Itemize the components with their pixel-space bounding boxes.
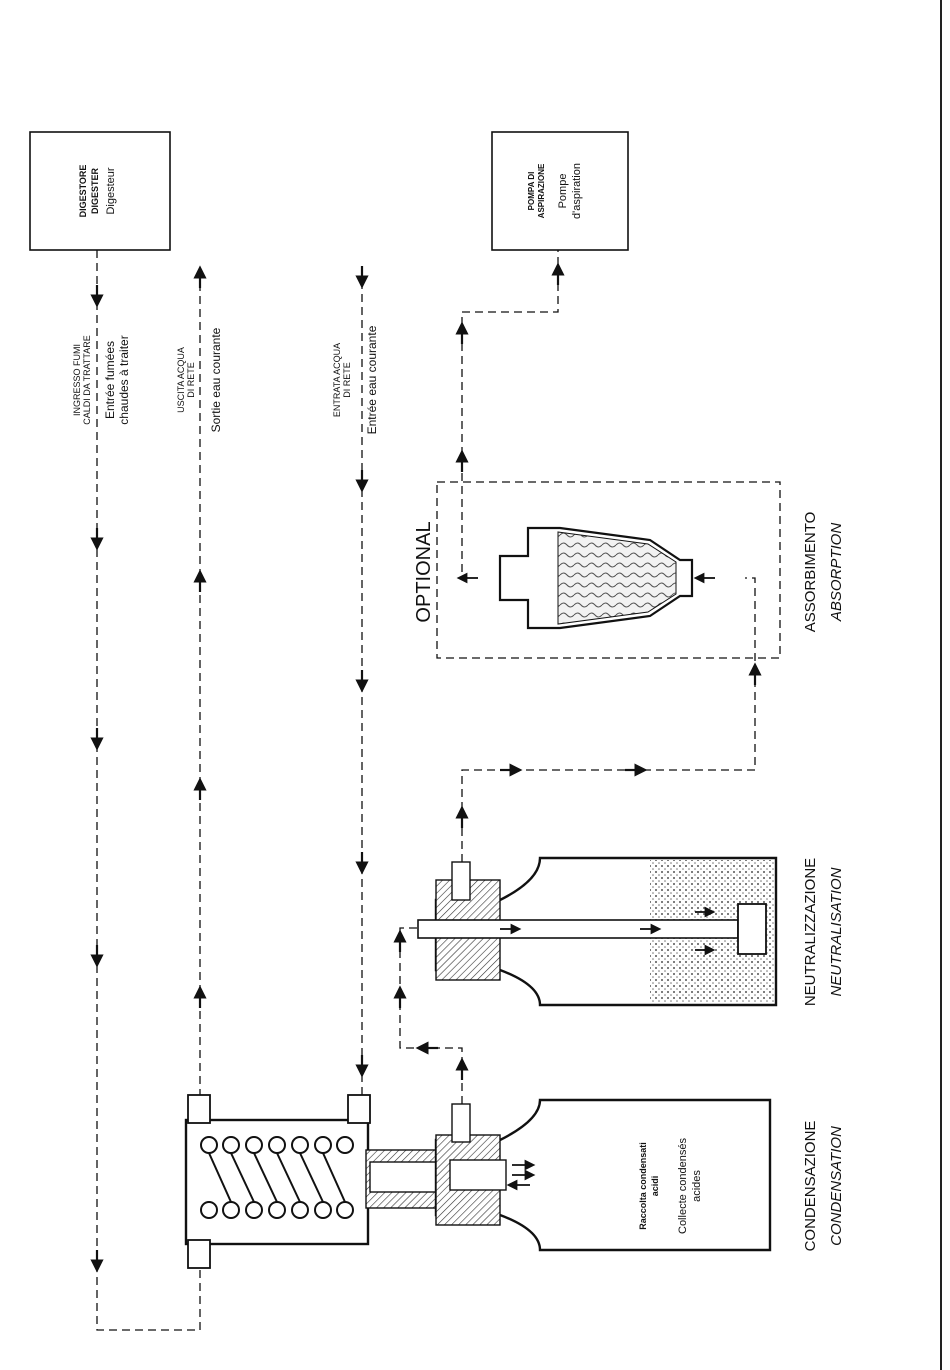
optional-label: OPTIONAL xyxy=(413,521,435,622)
condenser-coil xyxy=(184,1094,437,1269)
fumes-label-fr1: Entrée fumées xyxy=(103,341,117,419)
pump-box: POMPA DI ASPIRAZIONE Pompe d'aspiration xyxy=(491,131,629,251)
collector-label-it2: acidi xyxy=(650,1176,660,1197)
flow-arrows xyxy=(90,262,762,1273)
neutralisation-label-it: NEUTRALIZZAZIONE xyxy=(802,858,819,1006)
fumes-label-fr2: chaudes à traiter xyxy=(117,335,131,424)
digester-label-it: DIGESTORE xyxy=(78,165,88,218)
absorption-label-en: ABSORPTION xyxy=(828,523,845,623)
neutralizer-flask xyxy=(417,856,778,1007)
condensate-collector: Raccolta condensati acidi Collecte conde… xyxy=(434,1098,772,1252)
water-in-label-it2: DI RETE xyxy=(342,362,352,398)
fumes-label-it2: CALDI DA TRATTARE xyxy=(82,335,92,425)
digester-label-fr: Digesteur xyxy=(105,167,117,214)
condensation-label-en: CONDENSATION xyxy=(828,1126,845,1246)
digester-label-en: DIGESTER xyxy=(90,168,100,215)
condensation-label-it: CONDENSAZIONE xyxy=(802,1121,819,1252)
collector-label-it1: Raccolta condensati xyxy=(638,1142,648,1230)
collector-label-fr2: acides xyxy=(691,1170,703,1202)
water-out-label-it1: USCITA ACQUA xyxy=(176,347,186,413)
fumes-label-it1: INGRESSO FUMI xyxy=(72,344,82,416)
absorber-cartridge xyxy=(456,526,715,630)
absorption-label-it: ASSORBIMENTO xyxy=(802,512,819,633)
water-in-label-it1: ENTRATA ACQUA xyxy=(332,343,342,417)
page-edge-line xyxy=(940,0,942,1370)
water-out-label-it2: DI RETE xyxy=(186,362,196,398)
pump-label-it1: POMPA DI xyxy=(527,172,536,211)
pump-label-it2: ASPIRAZIONE xyxy=(537,163,546,218)
pump-label-fr2: d'aspiration xyxy=(571,163,583,219)
water-in-label-fr: Entrée eau courante xyxy=(365,325,379,434)
pump-label-fr1: Pompe xyxy=(557,174,569,209)
flow-lines xyxy=(96,250,781,1331)
digester-box: DIGESTORE DIGESTER Digesteur xyxy=(29,131,171,251)
water-out-label-fr: Sortie eau courante xyxy=(209,327,223,432)
neutralisation-label-en: NEUTRALISATION xyxy=(828,867,845,996)
collector-label-fr1: Collecte condensés xyxy=(677,1138,689,1235)
